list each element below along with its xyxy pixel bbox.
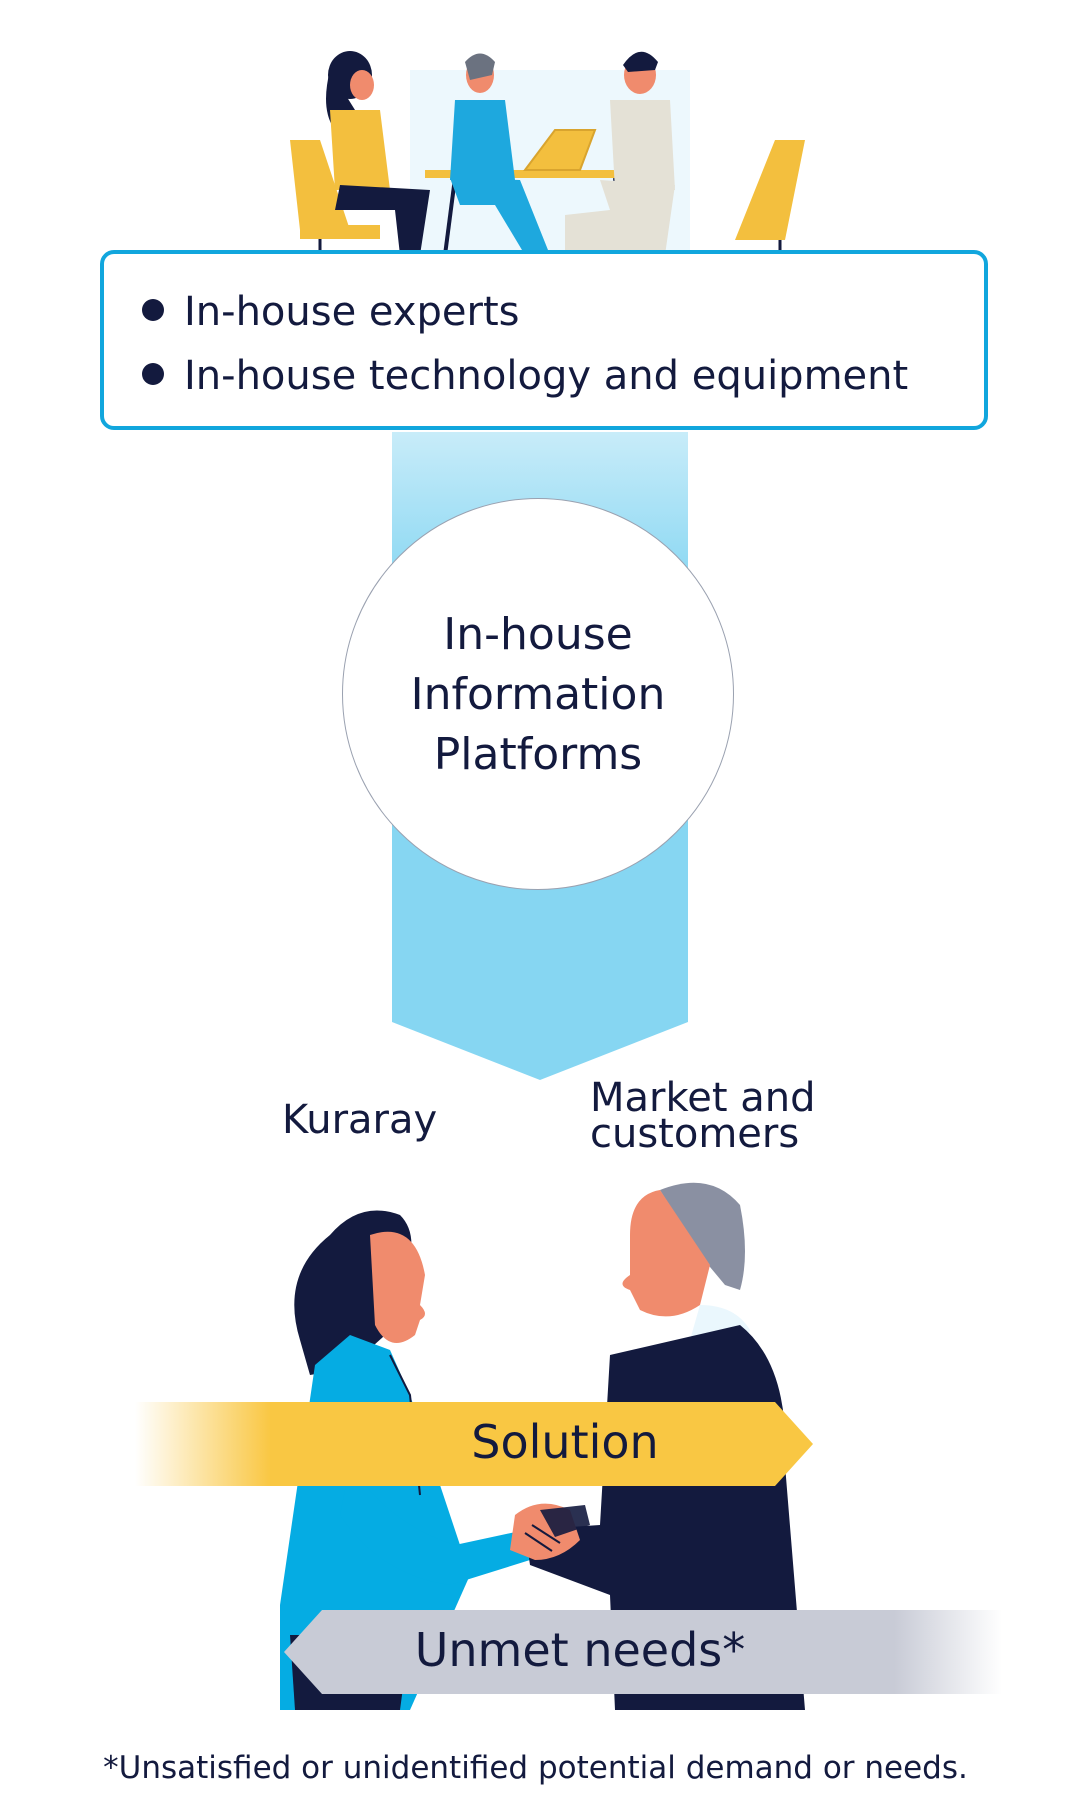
bullet-dot-icon [142,299,164,321]
footnote: *Unsatisfied or unidentified potential d… [103,1750,968,1786]
kuraray-label: Kuraray [282,1097,438,1143]
market-customers-label: Market and customers [590,1075,816,1157]
unmet-needs-label: Unmet needs* [414,1623,746,1677]
solution-label: Solution [471,1415,659,1469]
bullet-item: In-house technology and equipment [142,352,982,400]
bullet-item: In-house experts [142,288,982,336]
platform-title: In-house Information Platforms [410,609,666,780]
unmet-needs-arrow [284,1610,1002,1694]
meeting-illustration [280,40,820,255]
bullet-dot-icon [142,363,164,385]
solution-arrow [135,1402,813,1486]
platform-circle: In-house Information Platforms [342,498,734,890]
resources-box: In-house experts In-house technology and… [100,250,988,430]
